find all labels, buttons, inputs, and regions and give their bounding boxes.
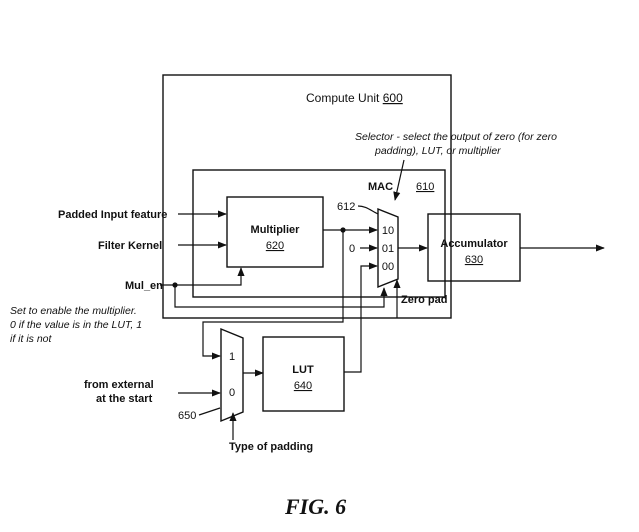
padded-input-label: Padded Input feature — [58, 209, 167, 221]
pad-mux-650-leader — [198, 407, 221, 416]
multiplier-ref: 620 — [266, 240, 284, 252]
filter-kernel-label: Filter Kernel — [98, 240, 162, 252]
pad-mux-input-1: 1 — [229, 351, 235, 363]
mux-612-ref: 612 — [337, 201, 355, 213]
type-of-padding-label: Type of padding — [229, 441, 313, 453]
pad-mux-input-0: 0 — [229, 387, 235, 399]
zero-pad-label: Zero pad — [401, 294, 447, 306]
pad-mux-650-ref: 650 — [178, 410, 196, 422]
lut-box — [262, 336, 345, 412]
lut-label: LUT — [292, 364, 314, 376]
mul-en-note-line1: Set to enable the multiplier. — [10, 305, 137, 317]
mux-input-00: 00 — [382, 261, 394, 273]
accumulator-label: Accumulator — [440, 238, 508, 250]
figure-label: FIG. 6 — [284, 494, 346, 519]
multiplier-label: Multiplier — [251, 224, 301, 236]
selector-pointer-arrow — [393, 159, 405, 201]
mac-label: MAC — [368, 181, 393, 193]
external-line2: at the start — [96, 393, 153, 405]
selector-note-line2: padding), LUT, or multiplier — [374, 145, 501, 157]
mux-input-10: 10 — [382, 225, 394, 237]
mul-en-to-mux — [174, 285, 388, 308]
mul-en-note-line2: 0 if the value is in the LUT, 1 — [10, 319, 142, 331]
external-line1: from external — [84, 379, 154, 391]
zero-constant-label: 0 — [349, 243, 355, 255]
selector-mux-612 — [377, 207, 399, 289]
mul-en-note-line3: if it is not — [10, 333, 53, 345]
accumulator-ref: 630 — [465, 254, 483, 266]
feedback-to-pad-mux — [202, 230, 344, 360]
mac-ref: 610 — [416, 181, 434, 193]
multiplier-box — [226, 196, 324, 268]
mux-input-01: 01 — [382, 243, 394, 255]
selector-note-line1: Selector - select the output of zero (fo… — [355, 131, 557, 143]
mul-en-to-multiplier — [160, 267, 245, 286]
pad-mux-650 — [220, 327, 244, 423]
mul-en-label: Mul_en — [125, 280, 163, 292]
lut-ref: 640 — [294, 380, 312, 392]
lut-to-mux — [344, 262, 378, 373]
compute-unit-label: Compute Unit 600 — [306, 91, 403, 105]
mux-612-leader — [357, 205, 379, 215]
compute-unit-box — [162, 74, 452, 319]
mac-box — [192, 169, 446, 298]
